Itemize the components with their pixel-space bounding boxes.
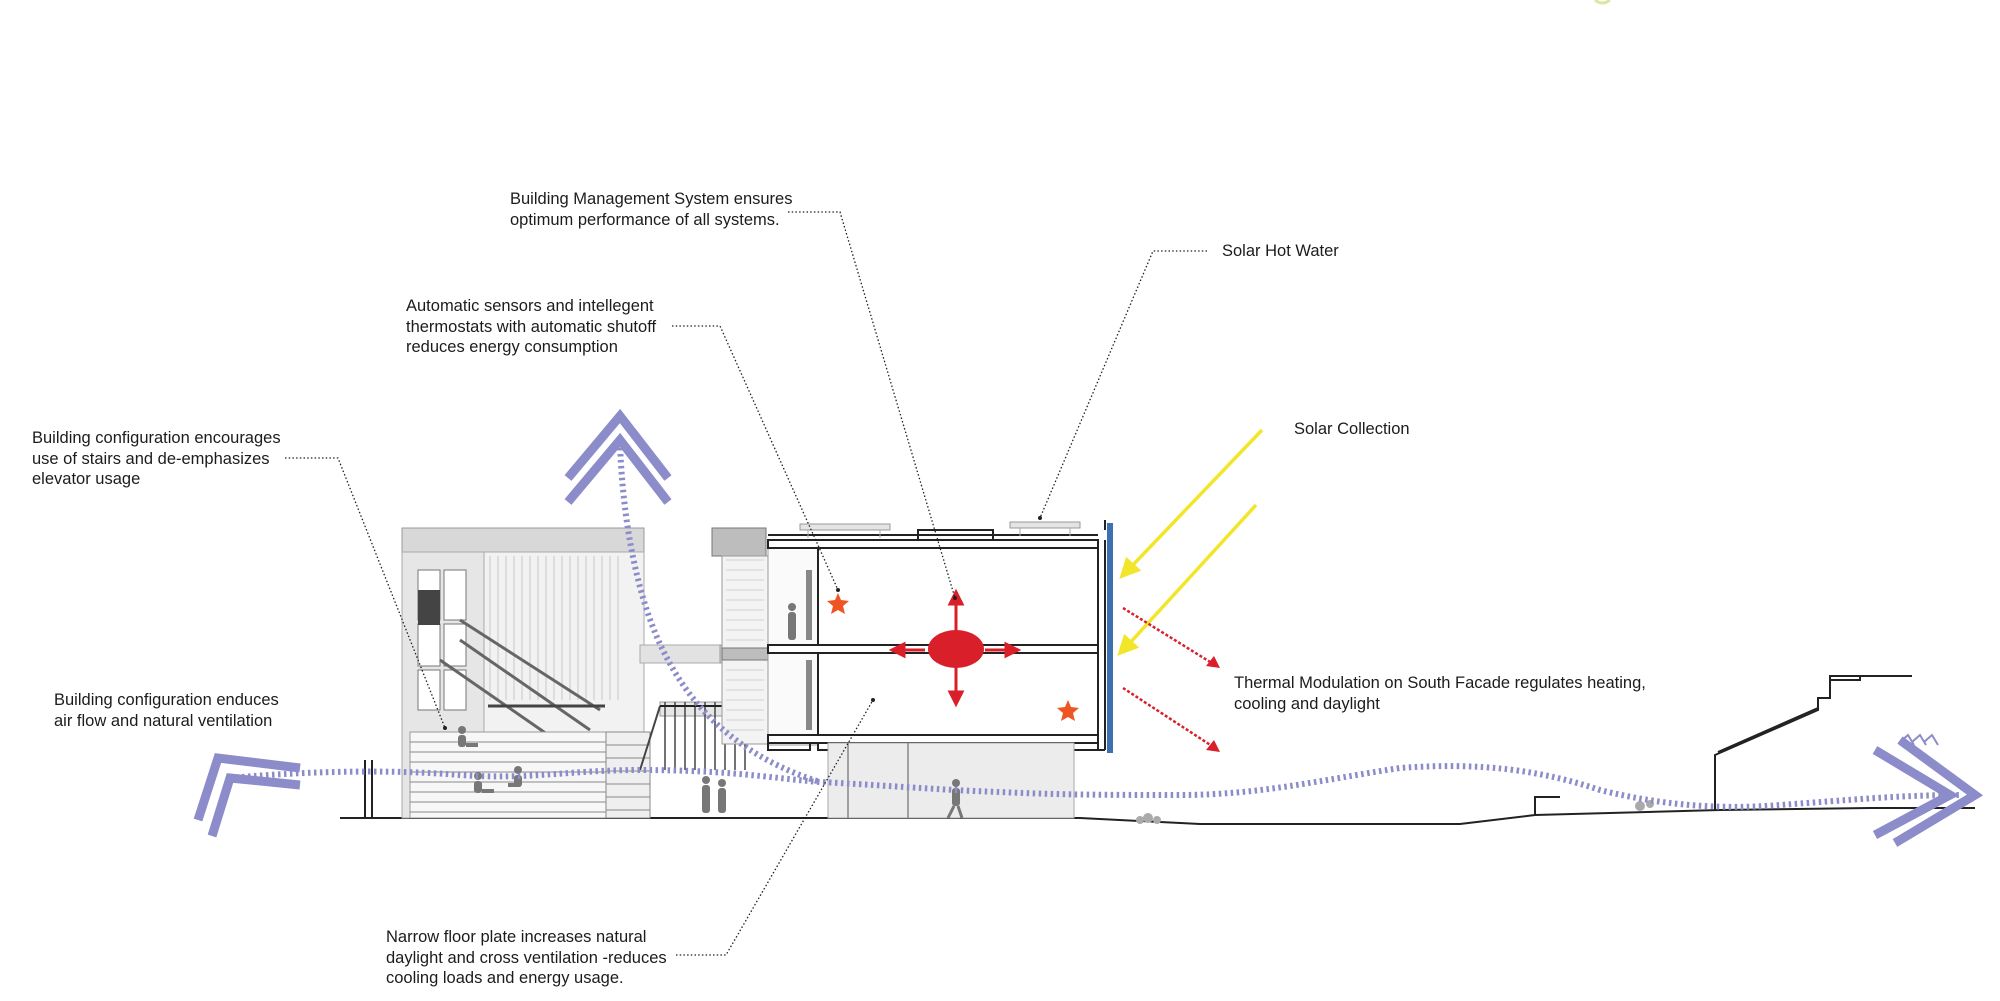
neighbor-building-outline	[1534, 675, 1912, 815]
callout-solar-hot-water: Solar Hot Water	[1222, 242, 1339, 260]
callout-airflow: Building configuration enduces air flow …	[54, 691, 279, 730]
callout-floor-plate: Narrow floor plate increases natural day…	[386, 928, 667, 987]
callout-thermal: Thermal Modulation on South Facade regul…	[1234, 674, 1646, 713]
callout-bms: Building Management System ensures optim…	[510, 190, 793, 229]
airflow-small-arrows	[1899, 733, 1939, 746]
airflow-path	[229, 441, 1961, 810]
callout-sensors: Automatic sensors and intellegent thermo…	[406, 297, 657, 356]
sensor-star-icon	[827, 593, 1079, 721]
callout-stairs: Building configuration encourages use of…	[32, 429, 281, 488]
hvac-unit-icon	[888, 588, 1022, 708]
callout-solar-collection: Solar Collection	[1294, 420, 1410, 438]
leader-lines	[285, 211, 1207, 956]
thermal-arrows	[1122, 606, 1216, 750]
airflow-arrow-icon	[193, 408, 1984, 847]
solar-ray-arrows	[1117, 428, 1264, 656]
main-building-section	[711, 520, 1113, 819]
sun-arc-fragment	[1594, 0, 1611, 5]
shrub-icons	[1136, 800, 1654, 824]
ground-line	[340, 760, 1975, 825]
person-icon	[458, 603, 964, 819]
